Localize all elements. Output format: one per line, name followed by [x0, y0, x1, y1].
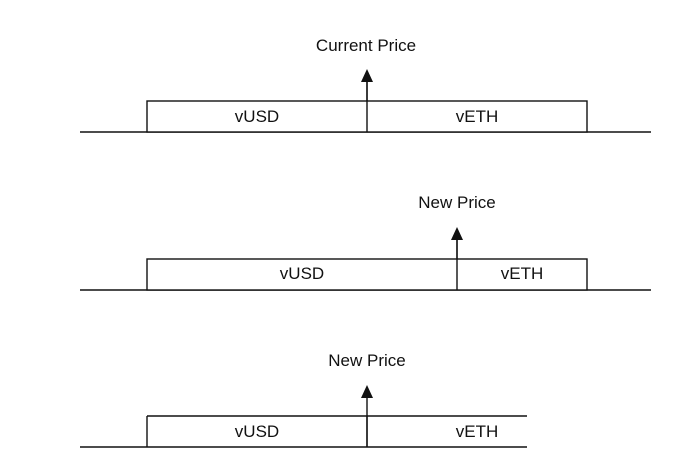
- panel-new-price-1: New Price vUSD vETH: [80, 193, 651, 291]
- panel-current-price: Current Price vUSD vETH: [80, 36, 651, 133]
- veth-label-1: vETH: [456, 107, 499, 126]
- current-price-arrow-icon: [361, 69, 373, 82]
- new-price-arrow-icon-1: [451, 227, 463, 240]
- new-price-label-1: New Price: [418, 193, 495, 212]
- reserve-box-2: [146, 258, 588, 291]
- current-price-label: Current Price: [316, 36, 416, 55]
- panel-new-price-2: New Price vUSD vETH: [80, 351, 527, 448]
- vusd-label-1: vUSD: [235, 107, 279, 126]
- veth-label-2: vETH: [501, 264, 544, 283]
- new-price-label-2: New Price: [328, 351, 405, 370]
- new-price-arrow-icon-2: [361, 385, 373, 398]
- vusd-label-2: vUSD: [280, 264, 324, 283]
- veth-label-3: vETH: [456, 422, 499, 441]
- vusd-label-3: vUSD: [235, 422, 279, 441]
